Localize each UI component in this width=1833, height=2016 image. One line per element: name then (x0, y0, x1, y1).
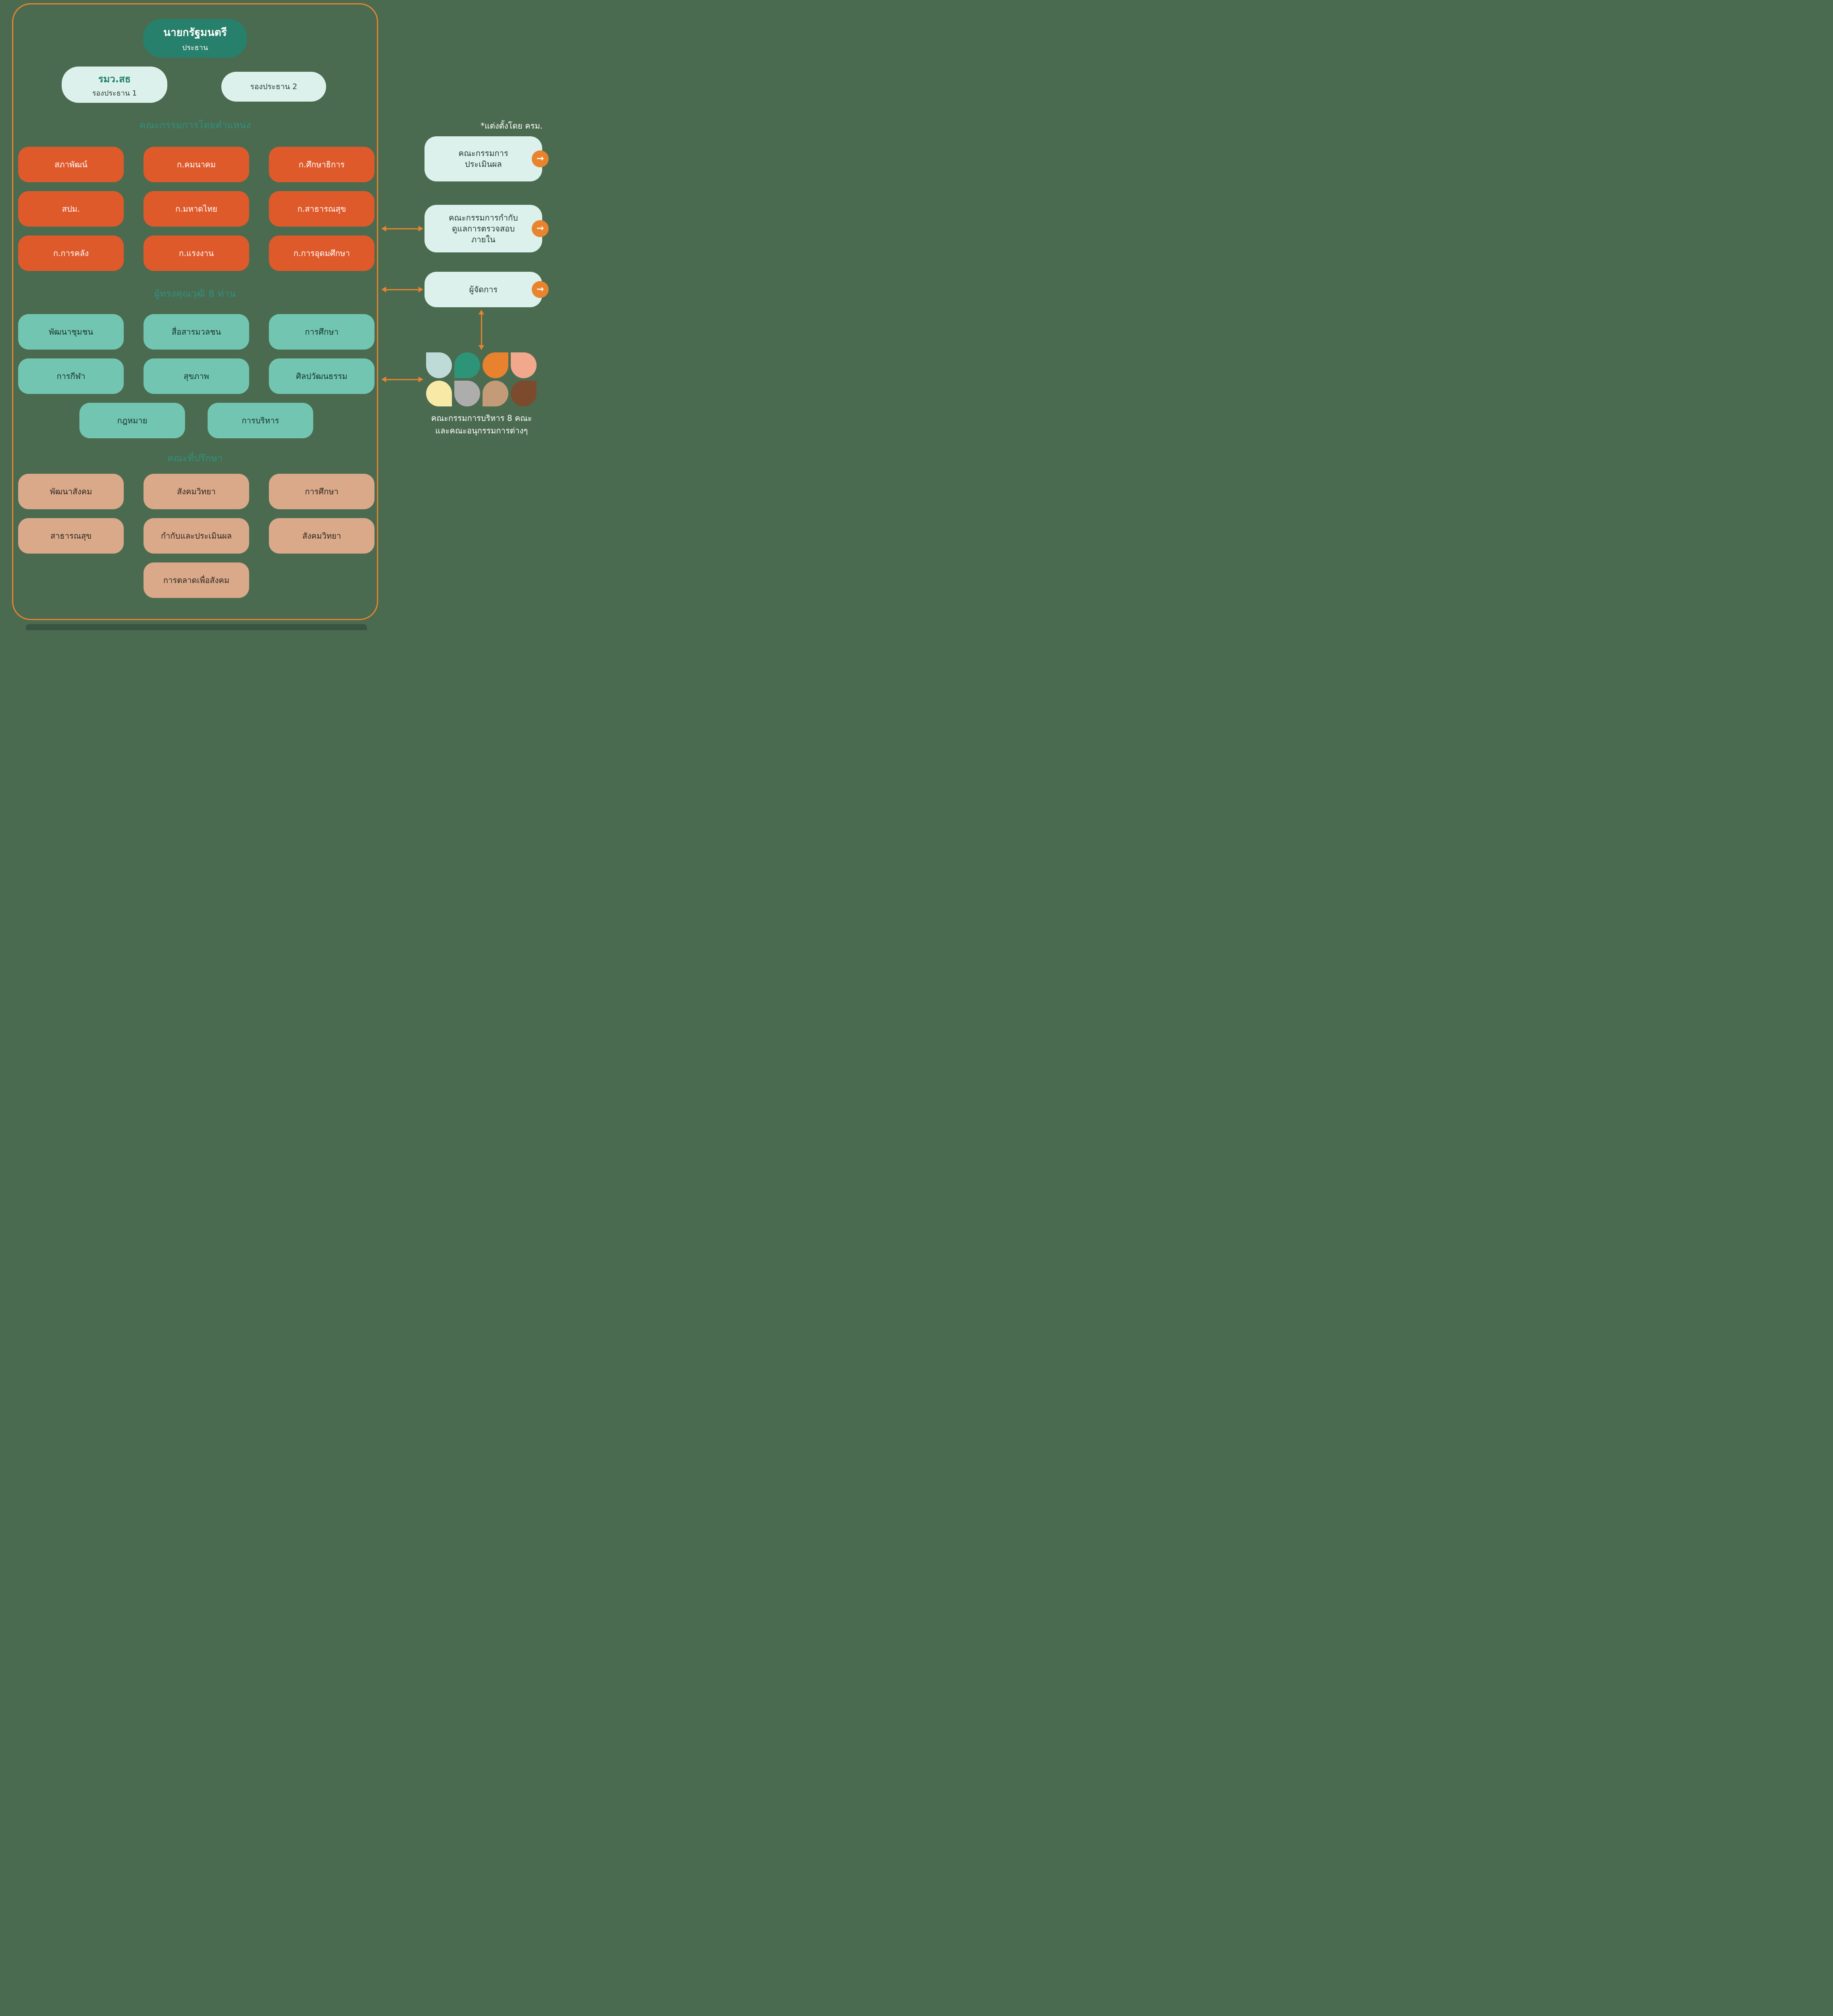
leaf-shape (511, 352, 537, 378)
leaf-shape (483, 352, 508, 378)
expert-node: การกีฬา (18, 358, 124, 394)
deputy2-node: รองประธาน 2 (221, 72, 326, 102)
internal-audit-go-button[interactable]: → (532, 220, 549, 237)
advisors-grid: พัฒนาสังคม สังคมวิทยา การศึกษา สาธารณสุข… (13, 474, 379, 554)
bottom-edge-strip (26, 624, 367, 630)
arrow-right-icon: → (536, 154, 544, 164)
expert-node: ศิลปวัฒนธรรม (269, 358, 375, 394)
double-arrow-audit (381, 225, 423, 232)
experts-grid: พัฒนาชุมชน สื่อสารมวลชน การศึกษา การกีฬา… (13, 314, 379, 394)
deputy1-subtitle: รองประธาน 1 (92, 89, 137, 98)
chairman-subtitle: ประธาน (182, 44, 208, 52)
advisor-node: สาธารณสุข (18, 518, 124, 554)
double-arrow-manager (381, 286, 423, 293)
manager-label: ผู้จัดการ (469, 284, 498, 294)
exofficio-node: ก.การคลัง (18, 235, 124, 271)
leaf-shape (426, 381, 452, 406)
exofficio-node: สปม. (18, 191, 124, 227)
appointed-by-cabinet-note: *แต่งตั้งโดย ครม. (481, 121, 543, 131)
manager-box: ผู้จัดการ → (424, 272, 549, 307)
internal-audit-committee-box: คณะกรรมการกำกับ ดูแลการตรวจสอบ ภายใน → (424, 205, 549, 252)
double-arrow-subcommittees (381, 376, 423, 383)
expert-node: พัฒนาชุมชน (18, 314, 124, 350)
advisor-node: กำกับและประเมินผล (144, 518, 249, 554)
advisors-last-row: การตลาดเพื่อสังคม (13, 562, 379, 598)
deputy1-node: รมว.สธ รองประธาน 1 (62, 67, 167, 103)
exofficio-node: ก.การอุดมศึกษา (269, 235, 375, 271)
exofficio-node: ก.สาธารณสุข (269, 191, 375, 227)
section-title-exofficio: คณะกรรมการโดยตำแหน่ง (139, 120, 251, 131)
exofficio-node: ก.คมนาคม (144, 147, 249, 182)
section-title-experts: ผู้ทรงคุณวุฒิ 8 ท่าน (154, 289, 236, 299)
expert-node: การศึกษา (269, 314, 375, 350)
double-arrow-manager-to-subcommittees (478, 310, 485, 350)
expert-node: กฎหมาย (79, 403, 185, 438)
internal-audit-label: ภายใน (471, 234, 495, 244)
leaf-shape (511, 381, 537, 406)
subcommittee-leaf-grid (426, 352, 537, 406)
subcommittee-caption-line: คณะกรรมการบริหาร 8 คณะ (431, 413, 532, 423)
advisor-node: สังคมวิทยา (269, 518, 375, 554)
expert-node: สื่อสารมวลชน (144, 314, 249, 350)
exofficio-grid: สภาพัฒน์ ก.คมนาคม ก.ศึกษาธิการ สปม. ก.มห… (13, 147, 379, 271)
evaluation-committee-label: คณะกรรมการ (458, 148, 508, 158)
evaluation-go-button[interactable]: → (532, 150, 549, 167)
evaluation-committee-box: คณะกรรมการ ประเมินผล → (424, 136, 549, 181)
advisor-node: พัฒนาสังคม (18, 474, 124, 509)
exofficio-node: ก.ศึกษาธิการ (269, 147, 375, 182)
internal-audit-label: คณะกรรมการกำกับ (449, 212, 518, 223)
deputy1-title: รมว.สธ (98, 73, 131, 85)
expert-node: การบริหาร (208, 403, 313, 438)
subcommittee-caption: คณะกรรมการบริหาร 8 คณะ และคณะอนุกรรมการต… (412, 412, 550, 437)
advisor-node: การศึกษา (269, 474, 375, 509)
section-title-advisors: คณะที่ปรึกษา (167, 453, 223, 464)
arrow-right-icon: → (536, 284, 544, 295)
expert-node: สุขภาพ (144, 358, 249, 394)
internal-audit-label: ดูแลการตรวจสอบ (452, 223, 515, 233)
leaf-shape (454, 352, 480, 378)
org-chart-canvas: นายกรัฐมนตรี ประธาน รมว.สธ รองประธาน 1 ร… (0, 0, 550, 630)
exofficio-node: สภาพัฒน์ (18, 147, 124, 182)
leaf-shape (426, 352, 452, 378)
main-structure-frame: นายกรัฐมนตรี ประธาน รมว.สธ รองประธาน 1 ร… (12, 3, 378, 620)
deputy2-title: รองประธาน 2 (250, 82, 298, 91)
chairman-title: นายกรัฐมนตรี (163, 27, 227, 39)
evaluation-committee-label: ประเมินผล (465, 159, 502, 169)
chairman-node: นายกรัฐมนตรี ประธาน (143, 19, 247, 58)
advisor-node: การตลาดเพื่อสังคม (144, 562, 249, 598)
exofficio-node: ก.มหาดไทย (144, 191, 249, 227)
experts-last-row: กฎหมาย การบริหาร (13, 403, 379, 438)
subcommittee-caption-line: และคณะอนุกรรมการต่างๆ (435, 426, 528, 435)
leaf-shape (454, 381, 480, 406)
advisor-node: สังคมวิทยา (144, 474, 249, 509)
arrow-right-icon: → (536, 223, 544, 234)
manager-go-button[interactable]: → (532, 281, 549, 298)
exofficio-node: ก.แรงงาน (144, 235, 249, 271)
leaf-shape (483, 381, 508, 406)
